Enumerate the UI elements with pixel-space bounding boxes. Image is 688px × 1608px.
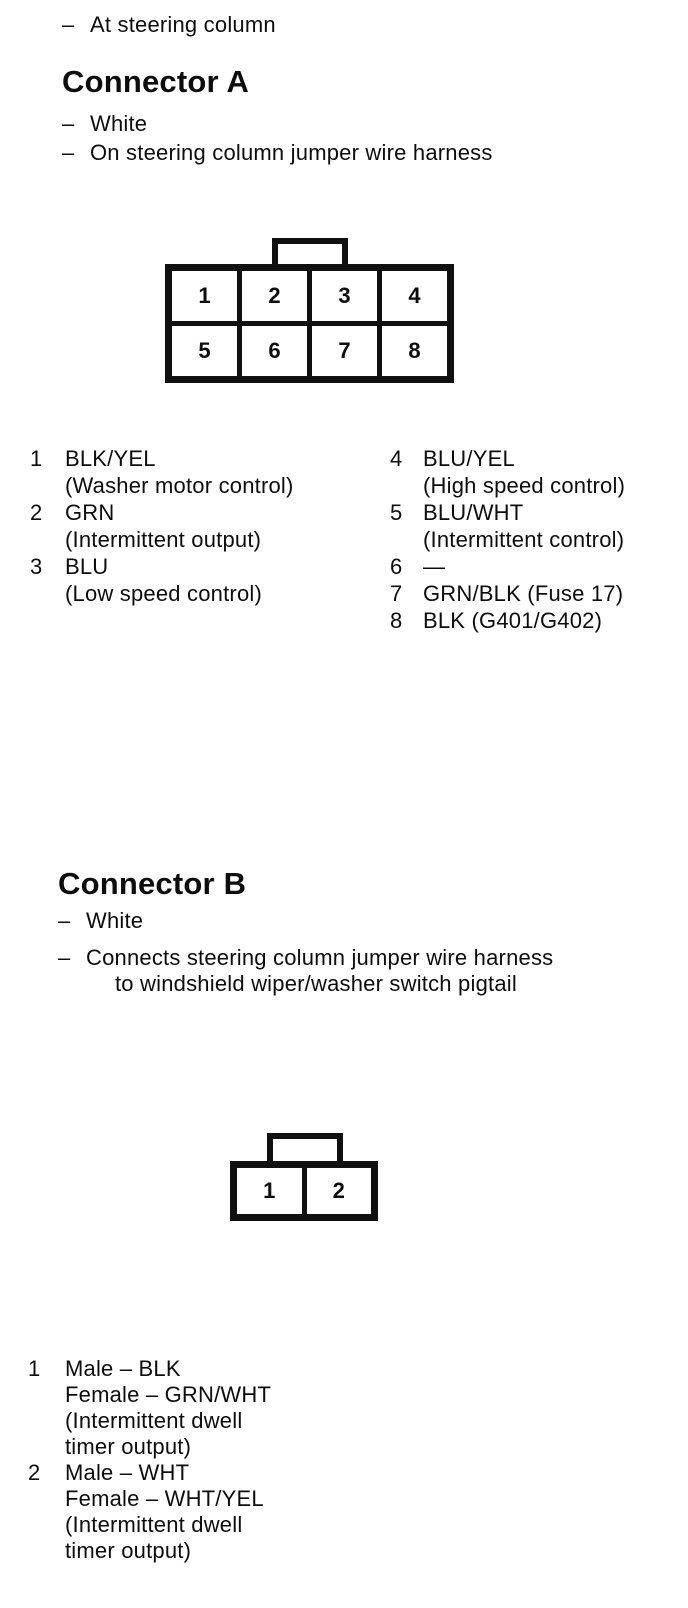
legend-item-pin-2: 2 Male – WHT Female – WHT/YEL (Intermitt… [28,1460,271,1564]
connector-a-pin-cell-1: 1 [172,271,237,321]
pin-number: 6 [390,554,403,579]
legend-item-pin-4: 4 BLU/YEL (High speed control) [390,445,625,499]
connector-a-pin-cell-4: 4 [382,271,447,321]
legend-item-pin-5: 5 BLU/WHT (Intermittent control) [390,499,625,553]
connector-b-bullet-color: – White [58,908,143,934]
intro-bullet-text: At steering column [90,12,276,37]
pin-number: 2 [30,500,43,525]
connector-b-pin-diagram: 1 2 [230,1161,378,1221]
connector-a-heading: Connector A [62,64,250,99]
connector-b-keying-tab [267,1133,343,1162]
pin-number: 1 [28,1356,41,1381]
connector-a-legend-right: 4 BLU/YEL (High speed control) 5 BLU/WHT… [390,445,625,634]
pin-number: 4 [390,446,403,471]
legend-item-pin-1: 1 Male – BLK Female – GRN/WHT (Intermitt… [28,1356,271,1460]
pin-description: Male – WHT Female – WHT/YEL (Intermitten… [65,1460,264,1563]
pin-number: 3 [30,554,43,579]
legend-item-pin-3: 3 BLU (Low speed control) [30,553,294,607]
intro-bullet: – At steering column [62,12,276,38]
connector-b-bullet-description: – Connects steering column jumper wire h… [58,945,553,997]
legend-item-pin-2: 2 GRN (Intermittent output) [30,499,294,553]
connector-b-legend: 1 Male – BLK Female – GRN/WHT (Intermitt… [28,1356,271,1564]
dash-marker: – [62,140,75,165]
legend-item-pin-6: 6 — [390,553,625,580]
connector-a-pin-cell-3: 3 [312,271,377,321]
connector-a-location-text: On steering column jumper wire harness [90,140,493,165]
connector-a-color-text: White [90,111,148,136]
dash-marker: – [62,111,75,136]
connector-b-description-text: Connects steering column jumper wire har… [86,945,554,996]
pin-description: BLK/YEL (Washer motor control) [65,446,294,498]
dash-marker: – [58,945,71,970]
pin-description: — [423,554,446,579]
connector-a-pin-diagram: 1 2 3 4 5 6 7 8 [165,264,454,383]
pin-number: 8 [390,608,403,633]
connector-a-bullet-location: – On steering column jumper wire harness [62,140,493,166]
connector-a-pin-cell-6: 6 [242,326,307,376]
pin-number: 1 [30,446,43,471]
connector-b-pin-cell-1: 1 [237,1168,302,1214]
connector-a-bullet-color: – White [62,111,147,137]
legend-item-pin-1: 1 BLK/YEL (Washer motor control) [30,445,294,499]
connector-a-pin-cell-8: 8 [382,326,447,376]
pin-description: BLU/WHT (Intermittent control) [423,500,625,552]
connector-a-pin-cell-5: 5 [172,326,237,376]
connector-a-pin-cell-2: 2 [242,271,307,321]
dash-marker: – [62,12,75,37]
legend-item-pin-8: 8 BLK (G401/G402) [390,607,625,634]
connector-b-pin-cell-2: 2 [306,1168,371,1214]
legend-item-pin-7: 7 GRN/BLK (Fuse 17) [390,580,625,607]
pin-number: 7 [390,581,403,606]
pin-description: BLU (Low speed control) [65,554,263,606]
pin-description: GRN (Intermittent output) [65,500,262,552]
pin-description: BLK (G401/G402) [423,608,603,633]
connector-b-heading: Connector B [58,866,247,901]
pin-number: 5 [390,500,403,525]
connector-a-legend-left: 1 BLK/YEL (Washer motor control) 2 GRN (… [30,445,294,607]
pin-description: Male – BLK Female – GRN/WHT (Intermitten… [65,1356,272,1459]
connector-a-pin-cell-7: 7 [312,326,377,376]
pin-description: GRN/BLK (Fuse 17) [423,581,624,606]
pin-number: 2 [28,1460,41,1485]
dash-marker: – [58,908,71,933]
connector-b-color-text: White [86,908,144,933]
connector-a-keying-tab [272,238,348,265]
pin-description: BLU/YEL (High speed control) [423,446,626,498]
